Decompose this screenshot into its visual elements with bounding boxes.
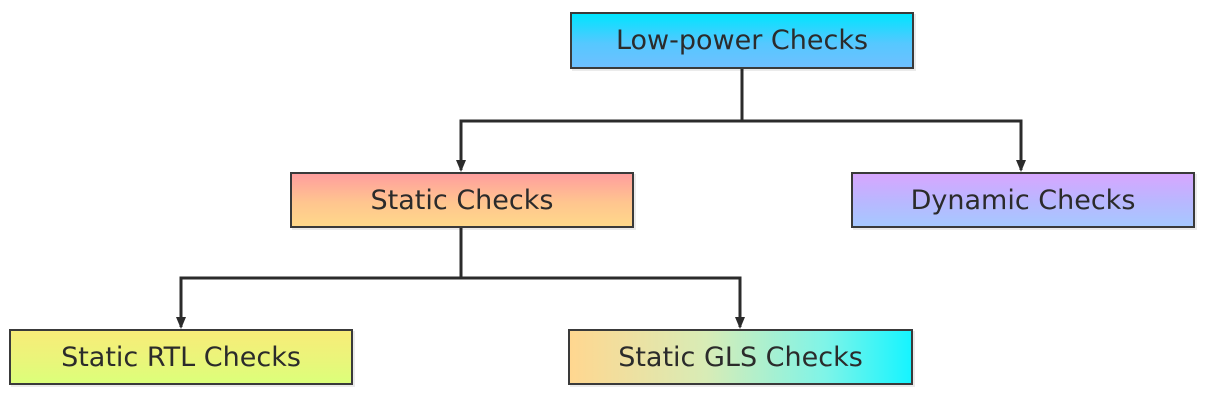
node-label: Low-power Checks (615, 25, 869, 56)
connector-root-to-dynamic (742, 119, 1026, 172)
node-label: Static GLS Checks (618, 341, 863, 373)
connector-static-to-rtl (176, 228, 463, 329)
node-label: Static RTL Checks (61, 341, 301, 373)
node-static-gls-checks: Static GLS Checks (568, 329, 913, 385)
connector-root-to-static (456, 69, 744, 172)
node-static-checks: Static Checks (290, 172, 634, 228)
node-dynamic-checks: Dynamic Checks (851, 172, 1195, 228)
node-label: Dynamic Checks (910, 184, 1136, 216)
node-low-power-checks: Low-power Checks (570, 12, 914, 69)
connector-static-to-gls (461, 276, 745, 329)
node-static-rtl-checks: Static RTL Checks (9, 329, 353, 385)
node-label: Static Checks (370, 184, 554, 216)
